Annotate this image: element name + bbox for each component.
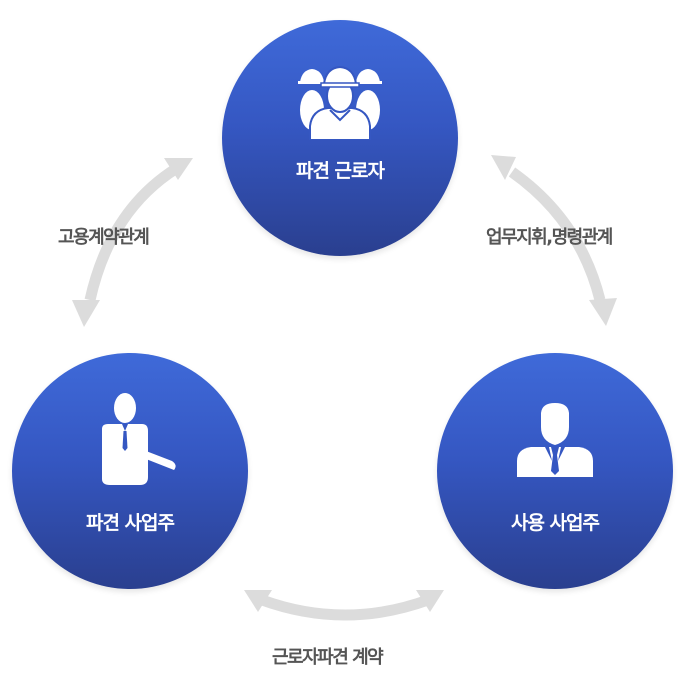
businessman-icon xyxy=(517,403,593,477)
construction-workers-icon xyxy=(298,65,382,140)
arrowhead-up-icon xyxy=(491,155,516,180)
arrow-contract xyxy=(244,590,444,621)
node-dispatch-employer: 파견 사업주 xyxy=(12,353,248,589)
arrowhead-down-icon xyxy=(72,300,100,327)
arrowhead-up-icon xyxy=(164,158,193,180)
businessman-gesturing-icon xyxy=(102,393,176,485)
relation-label-command: 업무지휘,명령관계 xyxy=(486,227,613,248)
arrow-employment xyxy=(72,158,193,327)
node-user-employer: 사용 사업주 xyxy=(437,353,673,589)
arrowhead-left-icon xyxy=(244,590,272,612)
arrowhead-right-icon xyxy=(416,590,444,612)
relation-label-contract: 근로자파견 계약 xyxy=(272,647,384,668)
node-dispatched-worker: 파견 근로자 xyxy=(222,20,458,256)
arrowhead-down-icon xyxy=(589,298,617,326)
arrow-command xyxy=(491,155,617,326)
node-label: 사용 사업주 xyxy=(510,512,600,534)
node-label: 파견 근로자 xyxy=(295,160,385,182)
node-label: 파견 사업주 xyxy=(85,512,175,534)
relation-label-employment: 고용계약관계 xyxy=(58,227,150,248)
